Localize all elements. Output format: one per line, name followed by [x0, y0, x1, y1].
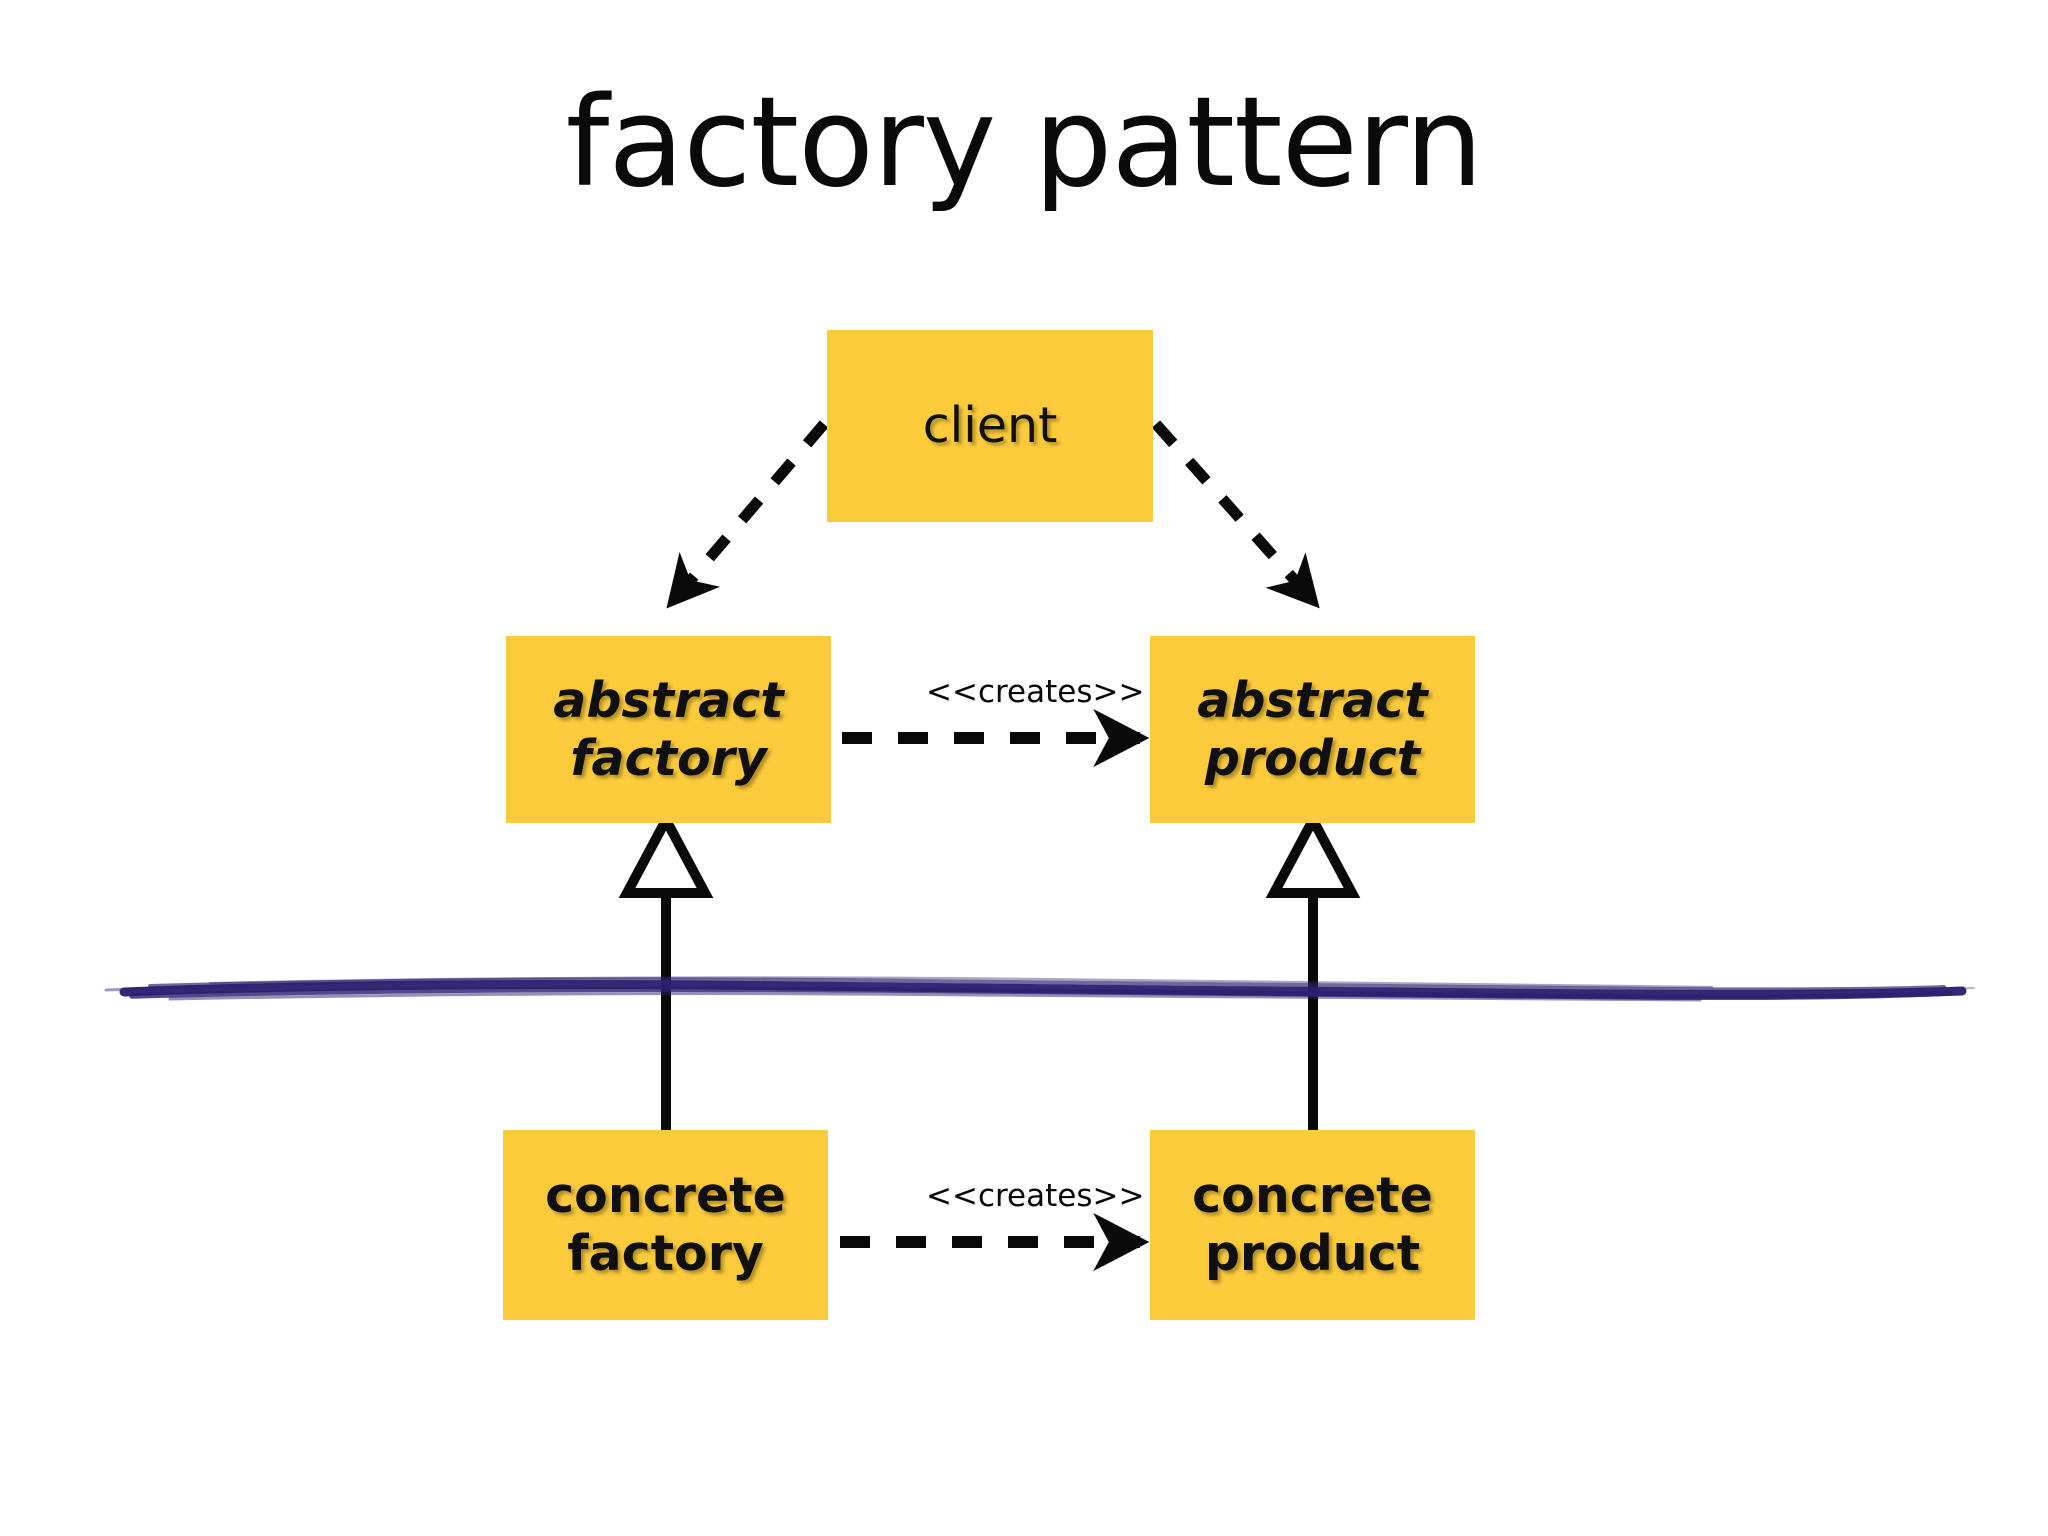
node-client[interactable]: client	[827, 330, 1153, 522]
node-concrete-factory-label: concrete factory	[545, 1167, 786, 1282]
edge-concrete-factory-inherits-abstract-factory	[618, 809, 714, 1130]
edge-client-to-abstract-product	[1151, 420, 1320, 609]
node-concrete-product-label: concrete product	[1192, 1167, 1433, 1282]
node-concrete-factory[interactable]: concrete factory	[503, 1130, 828, 1320]
edge-label-creates-abstract: <<creates>>	[926, 674, 1145, 710]
node-abstract-factory-label: abstract factory	[553, 671, 784, 787]
edge-concrete-product-inherits-abstract-product	[1265, 809, 1361, 1130]
node-abstract-product[interactable]: abstract product	[1150, 636, 1475, 823]
edge-label-creates-concrete: <<creates>>	[926, 1178, 1145, 1214]
node-concrete-product[interactable]: concrete product	[1150, 1130, 1475, 1320]
node-abstract-product-label: abstract product	[1197, 671, 1428, 787]
edge-client-to-abstract-factory	[666, 420, 829, 609]
page-title: factory pattern	[565, 71, 1484, 215]
node-abstract-factory[interactable]: abstract factory	[506, 636, 831, 823]
hand-drawn-separator-icon	[104, 976, 1975, 1002]
node-client-label: client	[922, 397, 1058, 455]
